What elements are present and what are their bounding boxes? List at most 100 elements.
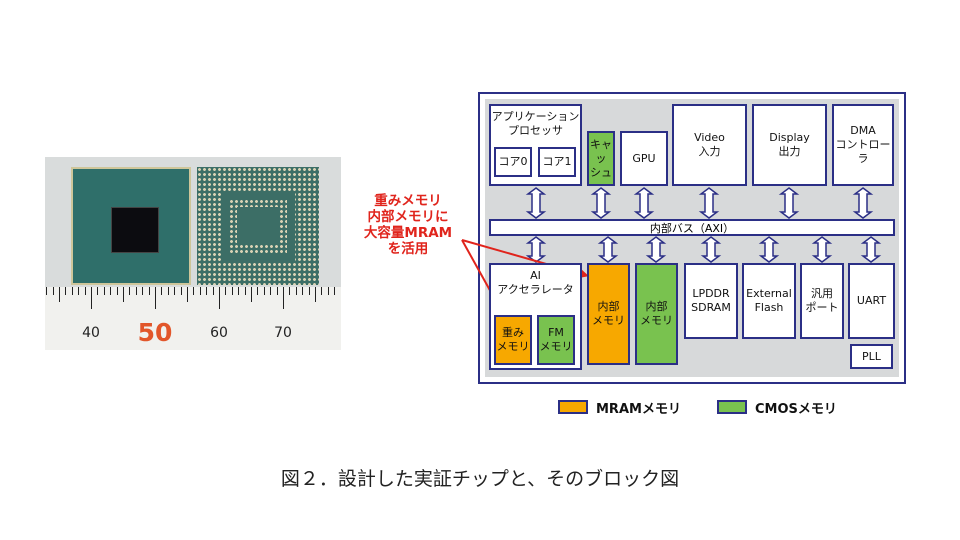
ruler-tick xyxy=(180,287,182,295)
ruler-tick xyxy=(142,287,144,295)
ruler-tick xyxy=(71,287,73,295)
core1-block: コア1 xyxy=(538,147,576,177)
ruler-tick xyxy=(276,287,278,295)
ruler-tick xyxy=(308,287,310,295)
chip-package-top xyxy=(71,167,191,285)
core0-block: コア0 xyxy=(494,147,532,177)
internal-memory-cmos-label: 内部 メモリ xyxy=(640,300,673,327)
lpddr-sdram-label: LPDDR SDRAM xyxy=(691,287,731,314)
bus-connectors xyxy=(525,187,882,263)
app-processor-label: アプリケーション プロセッサ xyxy=(491,110,580,137)
bus-connector-arrow xyxy=(700,236,722,263)
ruler-tick xyxy=(193,287,195,295)
weight-memory-label: 重み メモリ xyxy=(496,326,530,353)
ruler-label-70: 70 xyxy=(274,325,292,341)
ruler-tick xyxy=(46,287,48,295)
ruler-tick xyxy=(283,287,284,309)
chip-die xyxy=(111,207,159,253)
ruler-tick xyxy=(334,287,336,295)
ruler-tick xyxy=(321,287,323,295)
cache-label: キャッ シュ xyxy=(590,137,612,179)
gpu-label: GPU xyxy=(632,151,656,165)
legend-label-mram: MRAMメモリ xyxy=(596,402,681,417)
ruler-tick xyxy=(257,287,259,295)
fm-memory-block: FM メモリ xyxy=(537,315,575,365)
internal-memory-cmos-block: 内部 メモリ xyxy=(635,263,678,365)
figure-caption: 図２．設計した実証チップと、そのブロック図 xyxy=(280,468,680,490)
ruler-tick xyxy=(315,287,316,302)
display-output-label: Display 出力 xyxy=(769,131,810,158)
pll-label: PLL xyxy=(862,349,881,363)
ruler-tick xyxy=(302,287,304,295)
chip-package-bottom xyxy=(197,167,319,285)
ruler-tick xyxy=(174,287,176,295)
ruler-tick xyxy=(251,287,252,302)
legend-swatch-cmos xyxy=(717,400,747,414)
bus-connector-arrow xyxy=(645,236,667,263)
legend-swatch-mram xyxy=(558,400,588,414)
annotation-line: 重みメモリ xyxy=(374,193,442,209)
bus-connector-arrow xyxy=(590,187,612,219)
bus-connector-arrow xyxy=(525,236,547,263)
ruler-tick xyxy=(327,287,329,295)
ruler-tick xyxy=(225,287,227,295)
ruler-tick xyxy=(199,287,201,295)
ruler-tick xyxy=(295,287,297,295)
ruler-tick xyxy=(59,287,60,302)
internal-bus-label: 内部バス（AXI） xyxy=(649,221,735,235)
ruler-tick xyxy=(84,287,86,295)
dma-controller-label: DMA コントローラ xyxy=(835,124,891,165)
mram-annotation: 重みメモリ 内部メモリに 大容量MRAM を活用 xyxy=(340,193,476,257)
core0-label: コア0 xyxy=(498,155,528,168)
ruler-label-40: 40 xyxy=(82,325,100,341)
bus-connector-arrow xyxy=(860,236,882,263)
dma-controller-block: DMA コントローラ xyxy=(832,104,894,186)
ruler-tick xyxy=(135,287,137,295)
ruler-tick xyxy=(244,287,246,295)
ruler-tick xyxy=(155,287,156,309)
ruler-tick xyxy=(289,287,291,295)
ruler: 40 50 60 70 xyxy=(45,287,341,350)
gp-port-block: 汎用 ポート xyxy=(800,263,844,339)
internal-memory-mram-label: 内部 メモリ xyxy=(592,300,625,327)
ruler-tick xyxy=(167,287,169,295)
ruler-tick xyxy=(52,287,54,295)
ruler-tick xyxy=(123,287,124,302)
ruler-tick xyxy=(97,287,99,295)
ruler-tick xyxy=(212,287,214,295)
ruler-tick xyxy=(270,287,272,295)
ruler-tick xyxy=(206,287,208,295)
ruler-tick xyxy=(238,287,240,295)
annotation-line: 内部メモリに xyxy=(367,209,449,225)
internal-bus: 内部バス（AXI） xyxy=(489,219,895,236)
lpddr-sdram-block: LPDDR SDRAM xyxy=(684,263,738,339)
chip-photo: 40 50 60 70 xyxy=(45,157,341,350)
ruler-tick xyxy=(219,287,220,309)
display-output-block: Display 出力 xyxy=(752,104,827,186)
uart-block: UART xyxy=(848,263,895,339)
ruler-tick xyxy=(187,287,188,302)
video-input-block: Video 入力 xyxy=(672,104,747,186)
bus-connector-arrow xyxy=(852,187,874,219)
ruler-tick xyxy=(78,287,80,295)
ruler-tick xyxy=(65,287,67,295)
pll-block: PLL xyxy=(850,344,893,369)
ruler-tick xyxy=(110,287,112,295)
annotation-line: 大容量MRAM xyxy=(363,225,453,241)
cache-block: キャッ シュ xyxy=(587,131,615,186)
bus-connector-arrow xyxy=(633,187,655,219)
annotation-line: を活用 xyxy=(387,241,429,257)
gp-port-label: 汎用 ポート xyxy=(805,287,839,314)
weight-memory-block: 重み メモリ xyxy=(494,315,532,365)
ruler-tick xyxy=(103,287,105,295)
ruler-tick xyxy=(129,287,131,295)
ruler-label-60: 60 xyxy=(210,325,228,341)
ruler-tick xyxy=(148,287,150,295)
uart-label: UART xyxy=(856,294,887,307)
bus-connector-arrow xyxy=(758,236,780,263)
bus-connector-arrow xyxy=(597,236,619,263)
ruler-label-50: 50 xyxy=(137,318,173,347)
ruler-tick xyxy=(161,287,163,295)
legend-label-cmos: CMOSメモリ xyxy=(755,402,837,417)
external-flash-block: External Flash xyxy=(742,263,796,339)
